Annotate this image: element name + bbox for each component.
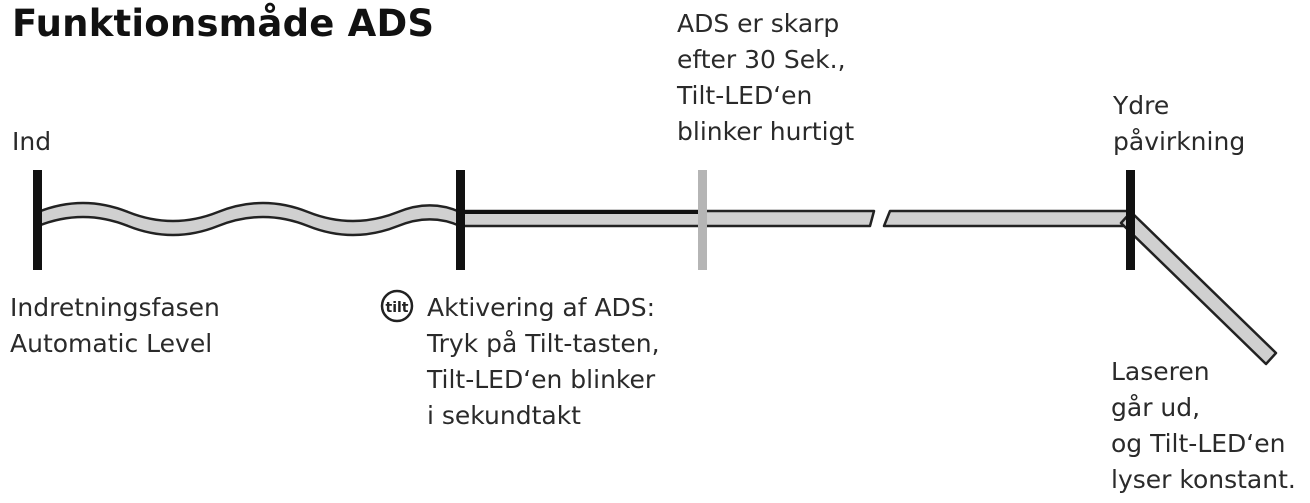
label-line: i sekundtakt [427, 401, 581, 430]
label-line: blinker hurtigt [677, 117, 855, 146]
label-line: Automatic Level [10, 329, 213, 358]
armed-phase-band [698, 209, 876, 228]
tilt-button-icon: tilt [380, 289, 414, 323]
label-line: Laseren [1111, 357, 1210, 386]
start-label: Ind [12, 124, 51, 160]
external-influence-marker [1126, 170, 1135, 270]
start-marker [33, 170, 42, 270]
activation-label: Aktivering af ADS: Tryk på Tilt-tasten, Ti… [427, 290, 660, 434]
external-influence-label: Ydre påvirkning [1113, 88, 1245, 160]
label-line: Aktivering af ADS: [427, 293, 656, 322]
tilt-button-label: tilt [386, 300, 409, 316]
laser-off-band [1119, 210, 1278, 366]
label-line: lyser konstant. [1111, 465, 1296, 494]
label-line: Ydre [1113, 91, 1170, 120]
label-line: Tilt-LED‘en blinker [427, 365, 656, 394]
label-line: Ind [12, 127, 52, 156]
label-line: påvirkning [1113, 127, 1246, 156]
setup-phase-band [36, 201, 462, 237]
armed-marker [698, 170, 707, 270]
laser-off-label: Laseren går ud, og Tilt-LED‘en lyser konsta… [1111, 354, 1296, 498]
ads-armed-label: ADS er skarp efter 30 Sek., Tilt-LED‘en bli… [677, 6, 854, 150]
label-line: efter 30 Sek., [677, 45, 846, 74]
label-line: ADS er skarp [677, 9, 840, 38]
label-line: går ud, [1111, 393, 1201, 422]
label-line: Tilt-LED‘en [677, 81, 813, 110]
label-line: Indretningsfasen [10, 293, 220, 322]
page-title: Funktionsmåde ADS [12, 2, 435, 45]
label-line: og Tilt-LED‘en [1111, 429, 1286, 458]
activation-marker [456, 170, 465, 270]
armed-phase-band-continued [882, 209, 1132, 228]
label-line: Tryk på Tilt-tasten, [427, 329, 660, 358]
